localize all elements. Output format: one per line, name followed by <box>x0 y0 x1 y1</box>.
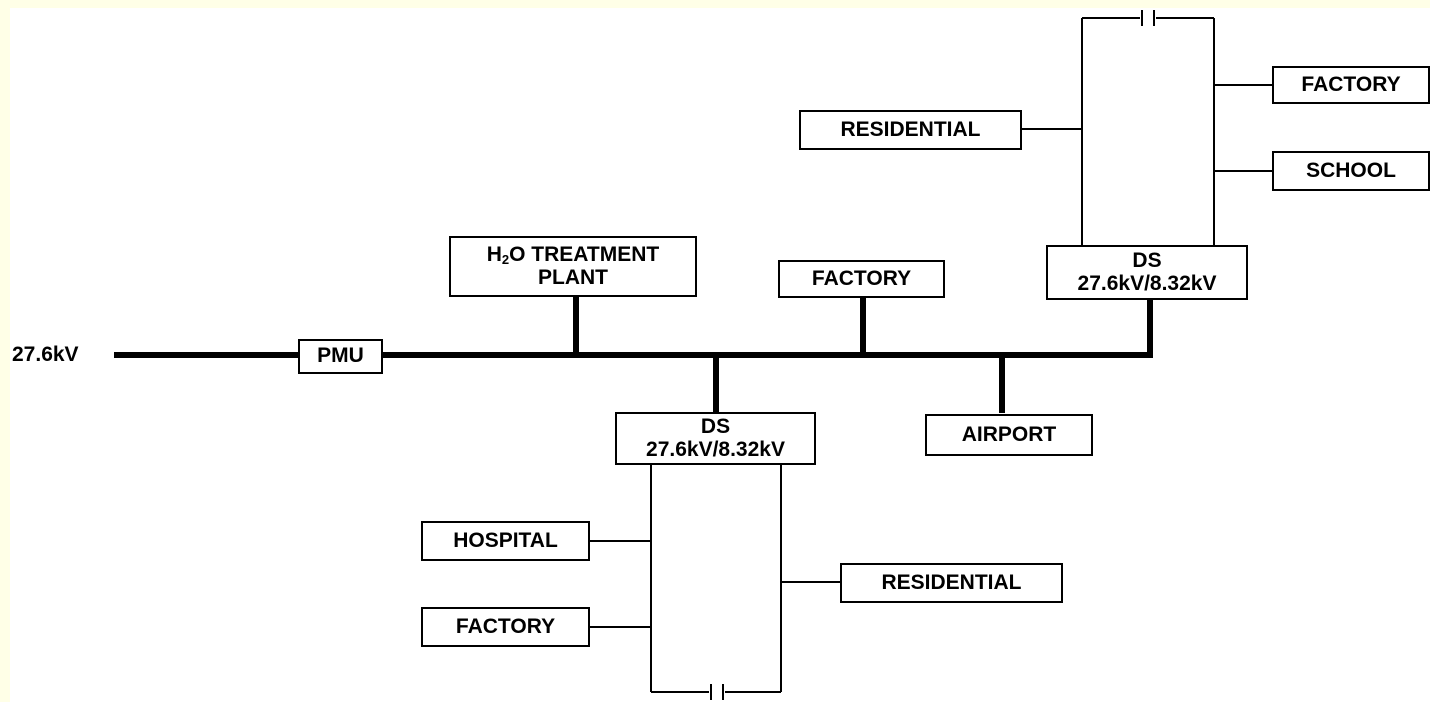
ds-bottom-box: DS 27.6kV/8.32kV <box>615 412 816 465</box>
ds-bottom-rating: 27.6kV/8.32kV <box>646 437 785 461</box>
top-factory-box: FACTORY <box>1272 66 1430 104</box>
factory-main-box: FACTORY <box>778 260 945 298</box>
top-residential-box: RESIDENTIAL <box>799 110 1022 150</box>
water-treatment-plant-box: H2O TREATMENT PLANT <box>449 236 697 297</box>
hospital-box: HOSPITAL <box>421 521 590 561</box>
ds-bottom-label: DS <box>700 415 731 439</box>
ds-top-rating: 27.6kV/8.32kV <box>1077 271 1217 295</box>
water-plant-line1: H2O TREATMENT <box>486 243 660 268</box>
pmu-box: PMU <box>298 339 383 374</box>
bottom-factory-box: FACTORY <box>421 607 590 647</box>
ds-top-box: DS 27.6kV/8.32kV <box>1046 245 1248 300</box>
top-school-box: SCHOOL <box>1272 151 1430 191</box>
bottom-residential-box: RESIDENTIAL <box>840 563 1063 603</box>
water-plant-line2: PLANT <box>538 265 608 289</box>
supply-voltage-label: 27.6kV <box>12 343 79 366</box>
ds-top-label: DS <box>1132 249 1162 273</box>
airport-box: AIRPORT <box>925 414 1093 456</box>
